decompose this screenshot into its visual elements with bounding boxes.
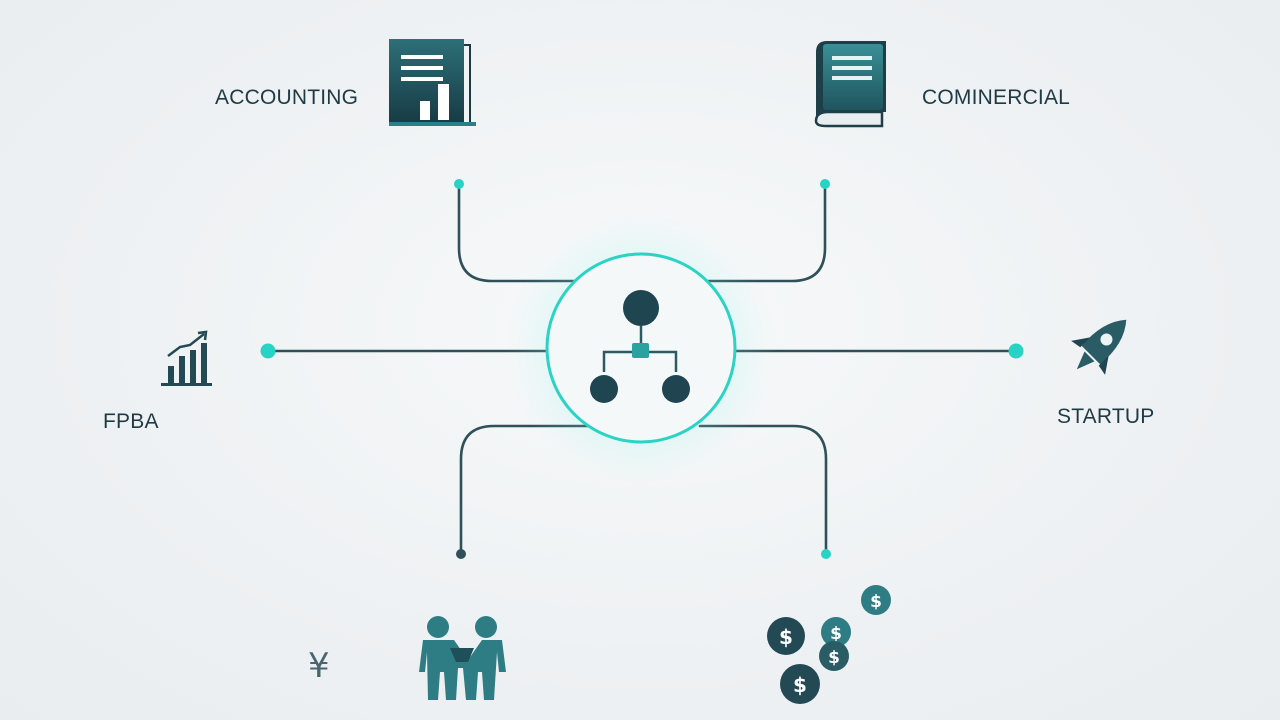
coin-symbol: $ (870, 592, 882, 612)
connectors (266, 182, 1018, 554)
coin-symbol: $ (779, 625, 793, 649)
connector-top-left (457, 182, 582, 283)
dollar-coins-icon: $ $ $ $ $ (767, 585, 891, 704)
book-icon (814, 41, 886, 128)
document-chart-icon (389, 39, 476, 126)
dot-top-left (454, 179, 464, 189)
connector-bottom-right (698, 424, 828, 554)
rocket-icon (1071, 319, 1127, 375)
dot-left (260, 343, 276, 359)
connector-bottom-left (459, 424, 590, 554)
yen-icon: ¥ (308, 646, 330, 686)
dot-right (1008, 343, 1024, 359)
endpoint-dots (260, 179, 1024, 559)
coin-symbol: $ (793, 673, 807, 697)
handshake-people-icon (419, 616, 506, 700)
connector-top-right (706, 182, 827, 283)
dot-top-right (820, 179, 830, 189)
node-label-commercial: COMINERCIAL (922, 86, 1071, 109)
dot-bottom-left (456, 549, 466, 559)
node-label-fpa: FPBA (103, 410, 159, 433)
coin-symbol: $ (828, 648, 840, 668)
central-hub (506, 213, 776, 483)
dot-bottom-right (821, 549, 831, 559)
org-chart-icon (590, 290, 690, 403)
coin-symbol: $ (830, 624, 842, 644)
bar-chart-icon (161, 330, 212, 386)
node-label-startup: STARTUP (1057, 405, 1155, 428)
node-label-accounting: ACCOUNTING (215, 86, 359, 109)
